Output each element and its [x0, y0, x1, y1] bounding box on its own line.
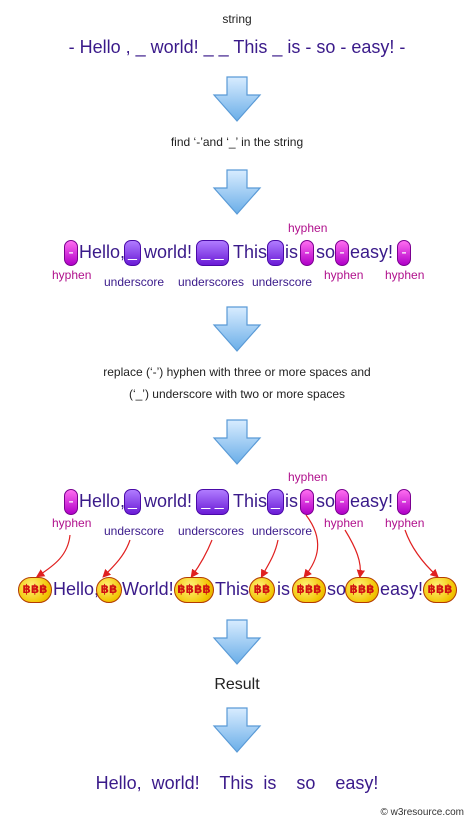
- label-hyphen: hyphen: [52, 516, 92, 530]
- double-underscore-pill: _ _: [196, 489, 229, 515]
- word-is: is: [277, 579, 290, 599]
- replaced-string-row: ฿฿฿ Hello, ฿฿ World! ฿฿฿฿ This ฿฿ is ฿฿฿…: [0, 577, 474, 607]
- label-hyphen: hyphen: [52, 268, 92, 282]
- word-easy: easy!: [350, 491, 394, 511]
- underscore-pill: _: [124, 489, 141, 515]
- hyphen-pill: -: [335, 240, 349, 266]
- down-arrow-icon: [212, 169, 262, 215]
- down-arrow-icon: [212, 419, 262, 465]
- connector-arrow: [404, 529, 439, 578]
- connector-arrow: [190, 539, 213, 578]
- underscore-pill: _: [267, 240, 284, 266]
- word-world: world!: [144, 242, 193, 262]
- word-easy: easy!: [350, 242, 394, 262]
- replace-step-line1: replace (‘-’) hyphen with three or more …: [103, 365, 371, 379]
- underscore-pill: _: [267, 489, 284, 515]
- word-so: so: [327, 579, 347, 599]
- tokenized-string-row-2: - Hello, _ world! _ _ This _ is - so - e…: [0, 489, 474, 519]
- label-hyphen: hyphen: [324, 268, 364, 282]
- double-space-coin: ฿฿: [96, 577, 122, 603]
- word-hello: Hello,: [79, 242, 126, 262]
- word-this: This: [215, 579, 250, 599]
- watermark: © w3resource.com: [380, 807, 464, 818]
- hyphen-pill: -: [397, 489, 411, 515]
- label-underscore: underscore: [104, 524, 165, 538]
- word-so: so: [316, 242, 336, 262]
- label-hyphen: hyphen: [288, 470, 328, 484]
- word-so: so: [316, 491, 336, 511]
- label-underscores: underscores: [178, 524, 245, 538]
- triple-space-coin: ฿฿฿: [423, 577, 457, 603]
- hyphen-pill: -: [64, 489, 78, 515]
- label-underscore: underscore: [252, 275, 313, 289]
- down-arrow-icon: [212, 76, 262, 122]
- hyphen-pill: -: [64, 240, 78, 266]
- triple-space-coin: ฿฿฿: [345, 577, 379, 603]
- result-label: Result: [214, 676, 260, 693]
- triple-space-coin: ฿฿฿: [292, 577, 326, 603]
- label-underscores: underscores: [178, 275, 245, 289]
- connector-arrow: [35, 534, 71, 578]
- string-caption: string: [222, 12, 252, 26]
- quad-space-coin: ฿฿฿฿: [174, 577, 214, 603]
- triple-space-coin: ฿฿฿: [18, 577, 52, 603]
- word-is: is: [285, 491, 298, 511]
- hyphen-pill: -: [335, 489, 349, 515]
- double-space-coin: ฿฿: [249, 577, 275, 603]
- label-underscore: underscore: [252, 524, 313, 538]
- label-underscore: underscore: [104, 275, 165, 289]
- hyphen-pill: -: [300, 240, 314, 266]
- word-world-cap: World!: [122, 579, 174, 599]
- label-hyphen: hyphen: [324, 516, 364, 530]
- find-step-text: find ‘-’and ‘_’ in the string: [170, 135, 304, 149]
- label-hyphen: hyphen: [385, 516, 425, 530]
- input-string: - Hello , _ world! _ _ This _ is - so - …: [68, 37, 406, 57]
- double-underscore-pill: _ _: [196, 240, 229, 266]
- result-string: Hello, world! This is so easy!: [95, 773, 379, 793]
- label-hyphen: hyphen: [288, 221, 328, 235]
- word-this: This: [233, 491, 268, 511]
- word-this: This: [233, 242, 268, 262]
- replacement-connectors: [35, 514, 439, 579]
- down-arrow-icon: [212, 306, 262, 352]
- connector-arrow: [344, 529, 366, 579]
- hyphen-pill: -: [397, 240, 411, 266]
- connector-arrow: [102, 539, 131, 578]
- hyphen-pill: -: [300, 489, 314, 515]
- label-hyphen: hyphen: [385, 268, 425, 282]
- word-easy: easy!: [380, 579, 424, 599]
- underscore-pill: _: [124, 240, 141, 266]
- replace-step-line2: (‘_’) underscore with two or more spaces: [128, 387, 346, 401]
- word-world: world!: [144, 491, 193, 511]
- word-hello: Hello,: [53, 579, 100, 599]
- tokenized-string-row: - Hello, _ world! _ _ This _ is - so - e…: [0, 240, 474, 270]
- down-arrow-icon: [212, 707, 262, 753]
- connector-arrow: [260, 539, 279, 579]
- down-arrow-icon: [212, 619, 262, 665]
- word-hello: Hello,: [79, 491, 126, 511]
- connector-arrow: [303, 514, 319, 578]
- word-is: is: [285, 242, 298, 262]
